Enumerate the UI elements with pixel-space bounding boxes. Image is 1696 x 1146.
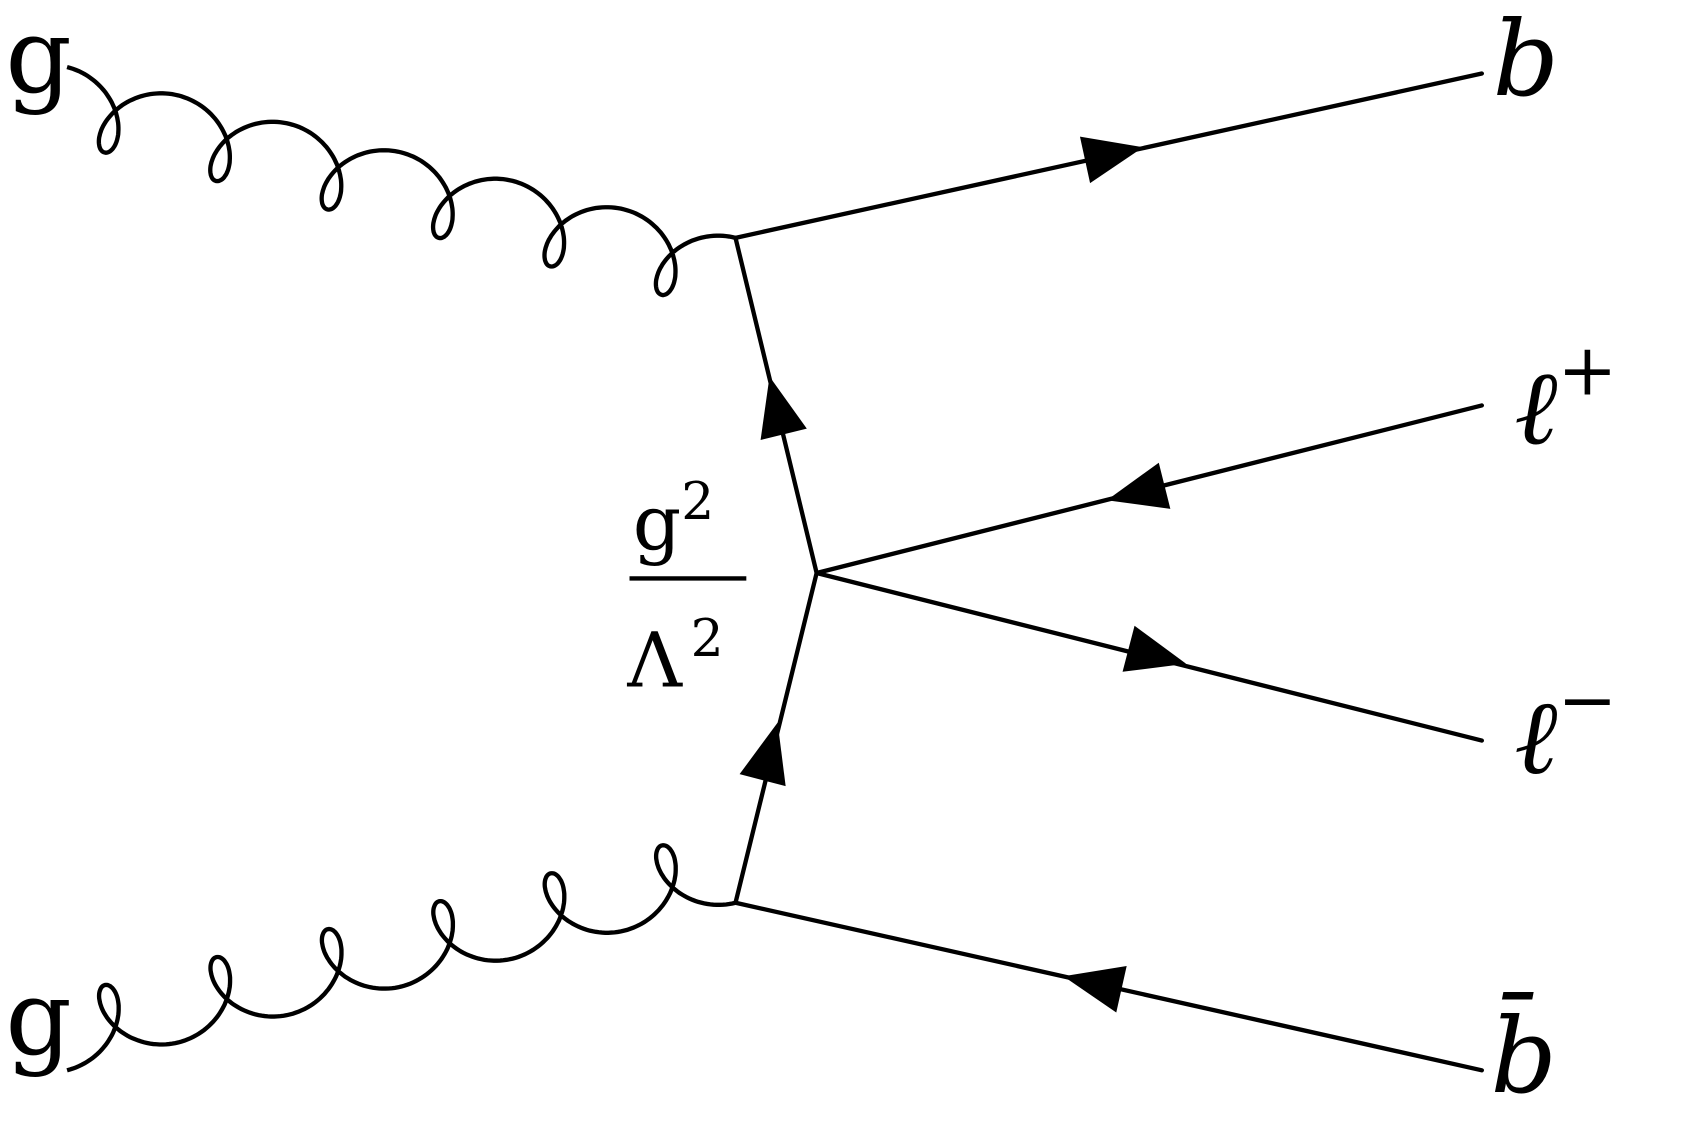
label-anti-b-quark: b̄ xyxy=(1490,992,1556,1116)
arrow-b-quark-icon xyxy=(1079,136,1144,184)
arrow-lepton-minus-icon xyxy=(1122,625,1187,672)
label-lepton-plus: ℓ+ xyxy=(1514,329,1617,469)
coupling-numerator: g2 xyxy=(633,472,714,567)
arrow-propagator-lower-icon xyxy=(739,722,786,787)
gluon-line-bottom xyxy=(66,843,737,1073)
label-b-quark: b xyxy=(1493,0,1559,120)
arrow-lepton-plus-icon xyxy=(1106,462,1171,509)
label-gluon-top: g xyxy=(5,0,71,117)
label-lepton-minus: ℓ− xyxy=(1514,658,1617,798)
gluon-line-top xyxy=(66,64,737,298)
arrow-propagator-upper-icon xyxy=(760,376,807,440)
label-gluon-bottom: g xyxy=(5,959,71,1079)
arrow-anti-b-quark-icon xyxy=(1063,966,1127,1013)
